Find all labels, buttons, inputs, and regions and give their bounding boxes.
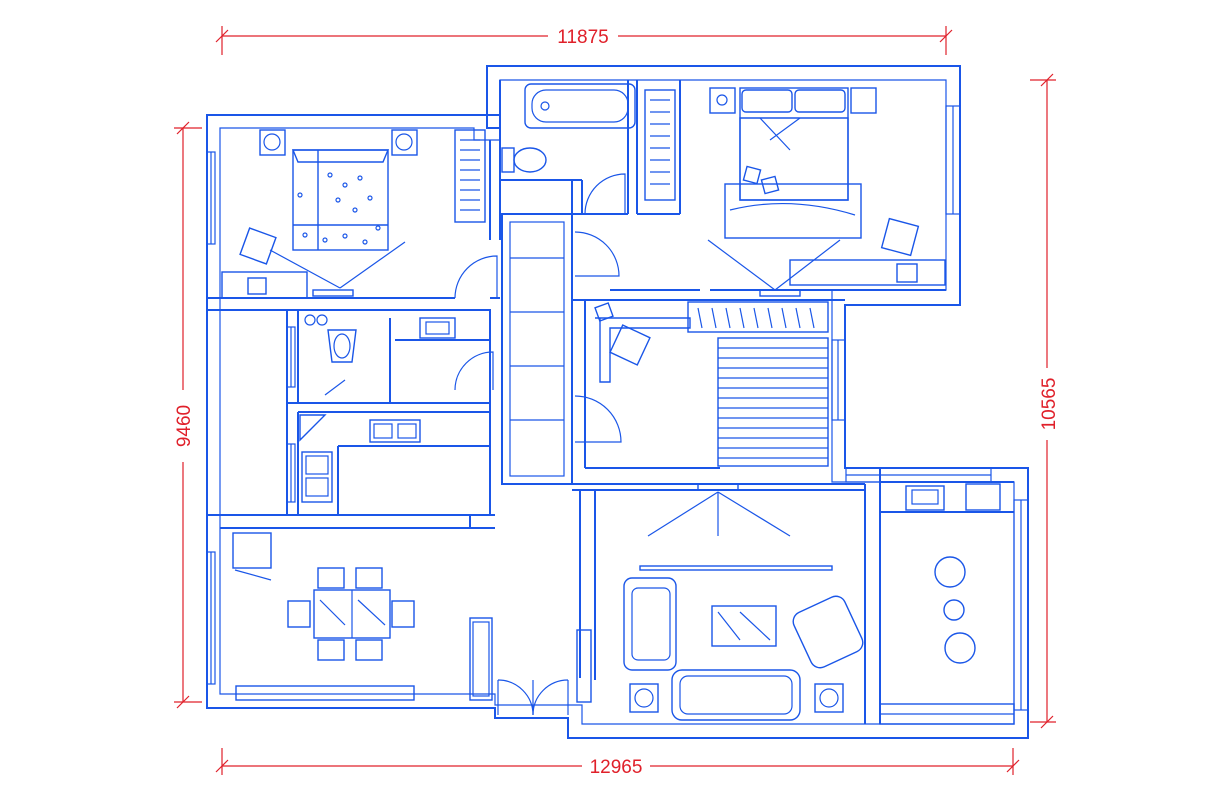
left-desk [221,271,308,299]
dining-chair-3 [317,639,345,661]
living-sofa-bottom [671,669,801,721]
doors [454,173,626,716]
living-tv [697,483,739,491]
kitchen-corner [299,414,327,442]
armchair [792,595,864,669]
side-table-left [629,683,659,713]
right-desk [789,259,946,286]
dimension-right: 10565 [1030,73,1060,729]
dining-sideboard [235,685,415,701]
living-sofa-left [623,577,677,671]
balcony-sink [905,485,945,511]
nightstand-left [259,129,286,156]
living-cabinet [576,629,592,703]
dimension-right-label: 10565 [1039,378,1060,431]
left-bath-sink [419,317,456,339]
balcony-table [943,599,965,621]
study [594,301,829,383]
pillow-left [741,89,793,113]
balcony-chair-1 [934,556,966,588]
dining-room [232,532,493,701]
kitchen [299,414,421,503]
dining-chair-6 [391,600,415,628]
right-bedroom [707,87,946,297]
dimension-left-label: 9460 [174,405,195,447]
top-wardrobe [644,89,676,201]
left-bedroom [221,129,486,299]
balcony-chair-2 [944,632,976,664]
left-wardrobe [454,129,486,223]
shoe-cabinet [469,617,493,701]
dimension-left: 9460 [174,121,202,709]
kitchen-sink [301,451,333,503]
right-chair [880,217,920,257]
right-tv [759,289,801,297]
left-tv [312,289,354,297]
interior-walls [207,80,1014,724]
dimension-top: 11875 [215,26,953,55]
dimension-bottom-label: 12965 [590,757,643,778]
coffee-table [711,605,777,647]
left-chair [239,227,277,265]
dimension-top-label: 11875 [557,27,608,48]
dining-chair-2 [355,567,383,589]
nightstand-right [391,129,418,156]
stove [369,419,421,443]
study-bookshelf [687,301,829,333]
balcony [879,483,1015,725]
right-stool [896,263,918,283]
top-bathroom [501,83,676,201]
washing-machine [965,483,1001,511]
pillow-right [794,89,846,113]
left-bed-dots [297,172,381,245]
study-chair [609,324,651,366]
windows [206,105,1029,711]
dining-cabinet [232,532,272,569]
study-desk [595,317,691,383]
bathtub [524,83,636,129]
dining-chair-4 [355,639,383,661]
living-rug-edge [639,565,833,571]
squat-toilet [327,329,357,363]
right-nightstand-right [850,87,877,114]
left-stool [247,277,267,295]
toilet-top [513,147,547,173]
living-room [576,483,864,721]
dimension-bottom: 12965 [215,748,1020,778]
right-rug [724,183,862,239]
staircase [717,337,829,467]
dining-chair-1 [317,567,345,589]
side-table-right [814,683,844,713]
right-nightstand-left [709,87,736,114]
left-bathroom [304,314,456,396]
dining-chair-5 [287,600,311,628]
